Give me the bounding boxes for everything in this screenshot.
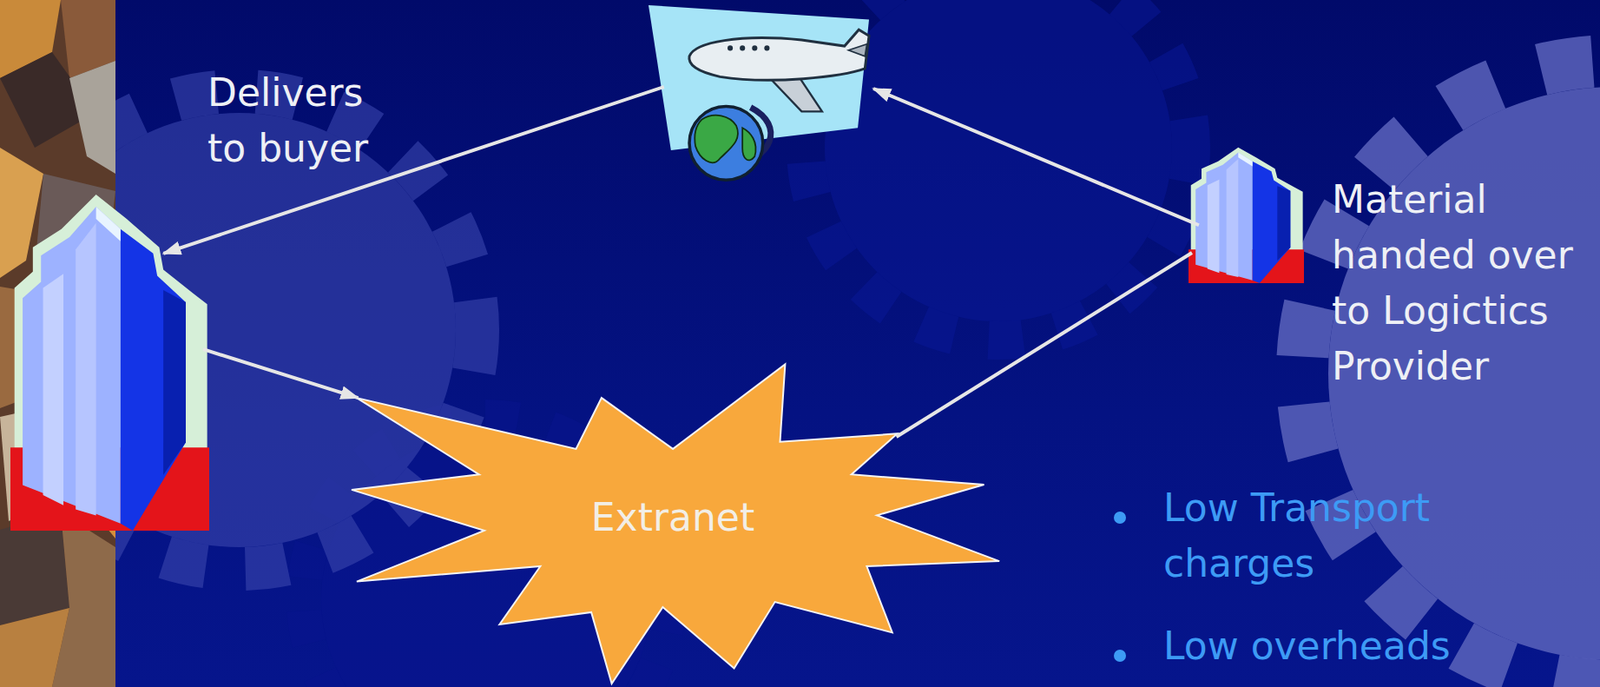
globe-land bbox=[742, 127, 756, 160]
building-stripe bbox=[1226, 158, 1239, 277]
plane-window bbox=[751, 45, 758, 51]
building-front bbox=[1195, 151, 1252, 280]
buyer-building-outline bbox=[10, 188, 210, 531]
building-highlight bbox=[1237, 151, 1252, 166]
buyer-building: Delivers to buyer bbox=[10, 188, 210, 531]
starburst-shape bbox=[351, 363, 1000, 684]
supplier-building-outline bbox=[1188, 144, 1304, 284]
strip-patch bbox=[0, 607, 70, 687]
bullet-text: Low Transport charges bbox=[1163, 480, 1476, 592]
node-text: Delivers to buyer bbox=[207, 65, 386, 177]
building-stripe bbox=[43, 273, 64, 506]
building-highlight bbox=[96, 206, 121, 242]
plane-body bbox=[689, 29, 870, 80]
strip-patch bbox=[69, 60, 116, 174]
gear-teeth bbox=[805, 0, 1192, 341]
plane-window bbox=[727, 45, 733, 51]
supplier-building: Material handed over to Logictics Provid… bbox=[1188, 144, 1304, 284]
building-side bbox=[1252, 161, 1291, 284]
plane-window bbox=[763, 45, 770, 51]
building-shadow bbox=[163, 289, 186, 475]
globe-land bbox=[694, 115, 738, 164]
air-freight-icon-outline bbox=[648, 5, 870, 179]
plane-window bbox=[739, 45, 745, 51]
node-text: Material handed over to Logictics Provid… bbox=[1331, 171, 1600, 395]
connector-arrow bbox=[163, 86, 664, 254]
building-stripe bbox=[1207, 179, 1220, 274]
bullet-dot bbox=[1113, 511, 1126, 524]
bullet-dot bbox=[1113, 649, 1126, 662]
air-freight-icon bbox=[648, 5, 870, 179]
connector-arrow bbox=[895, 252, 1192, 437]
plane-tail bbox=[848, 44, 867, 57]
building-stripe bbox=[75, 223, 96, 516]
building-shadow bbox=[1277, 185, 1291, 261]
strip-patch bbox=[52, 512, 116, 687]
extranet-starburst: Extranet bbox=[351, 362, 1001, 687]
bullet-text: Low overheads bbox=[1163, 618, 1476, 674]
building-front bbox=[22, 206, 121, 524]
gear-teeth bbox=[1302, 60, 1600, 686]
node-text: Extranet bbox=[351, 489, 995, 546]
building-side bbox=[120, 229, 186, 531]
gear-body bbox=[1328, 86, 1600, 660]
globe bbox=[689, 105, 764, 180]
connector-arrow bbox=[873, 88, 1199, 225]
connector-arrow bbox=[203, 348, 358, 398]
